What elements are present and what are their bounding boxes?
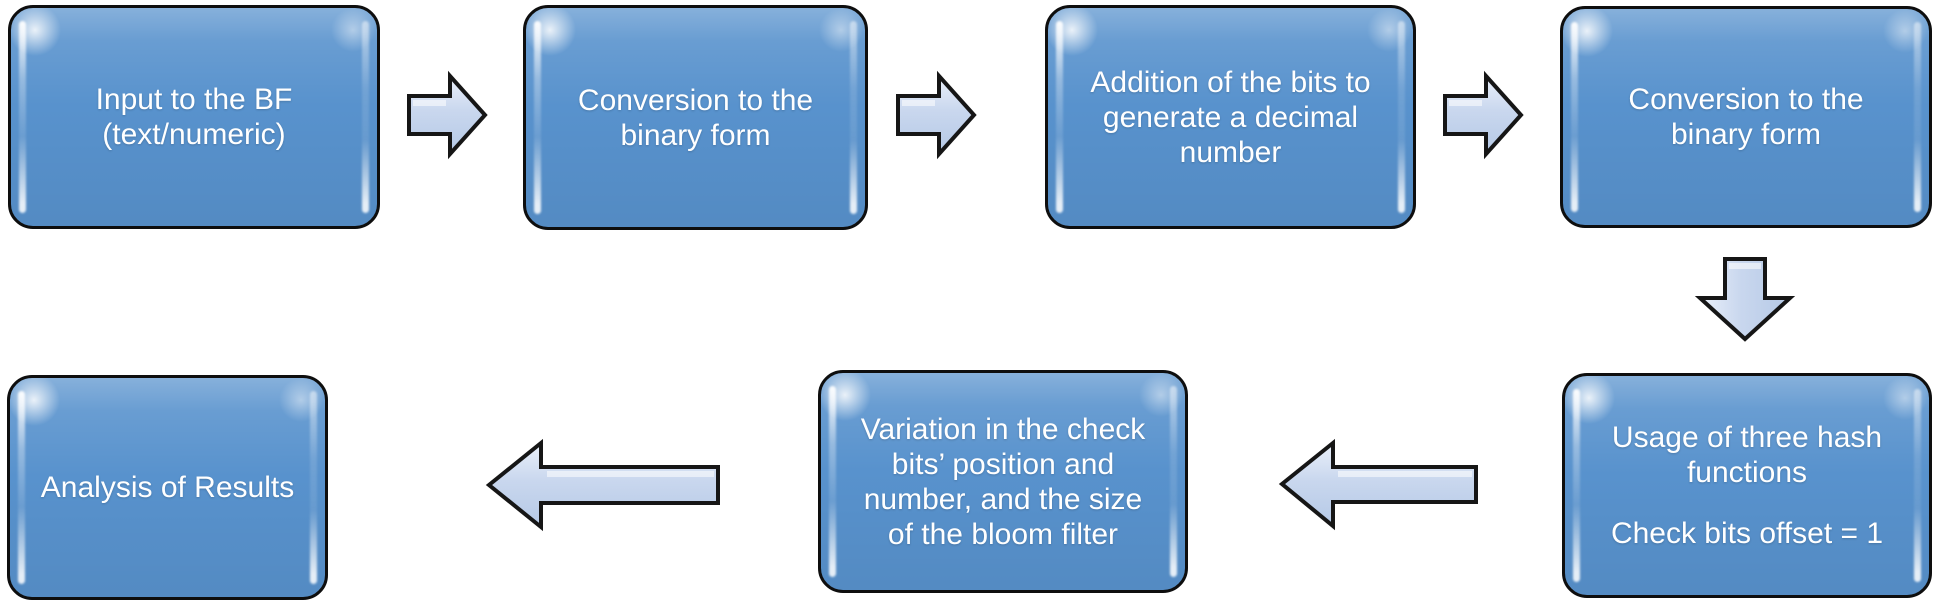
node-addition-decimal: Addition of the bits to generate a decim…: [1045, 5, 1416, 229]
node-conversion-binary-2: Conversion to the binary form: [1560, 6, 1932, 228]
flow-arrow-right-1-icon: [407, 70, 488, 160]
node-conversion-binary-1: Conversion to the binary form: [523, 5, 868, 230]
node-label: Variation in the check bits’ position an…: [860, 412, 1146, 551]
node-label: Conversion to the binary form: [577, 83, 814, 152]
node-usage-hash-functions: Usage of three hash functions Check bits…: [1562, 373, 1932, 598]
node-analysis-results: Analysis of Results: [7, 375, 328, 600]
node-input-to-bf: Input to the BF (text/numeric): [8, 5, 380, 229]
flow-arrow-left-1-icon: [1278, 438, 1478, 531]
flow-arrow-right-2-icon: [896, 70, 977, 160]
node-sublabel: Check bits offset = 1: [1610, 517, 1884, 550]
flow-arrow-down-icon: [1694, 257, 1796, 342]
flow-arrow-right-3-icon: [1443, 70, 1524, 160]
node-label: Input to the BF (text/numeric): [95, 83, 293, 151]
flow-arrow-left-2-icon: [485, 438, 720, 532]
node-label: Analysis of Results: [40, 471, 295, 504]
node-label: Conversion to the binary form: [1628, 83, 1864, 151]
node-label: Usage of three hash functions: [1611, 421, 1883, 489]
node-variation-check-bits: Variation in the check bits’ position an…: [818, 370, 1188, 593]
node-label: Addition of the bits to generate a decim…: [1090, 65, 1371, 169]
